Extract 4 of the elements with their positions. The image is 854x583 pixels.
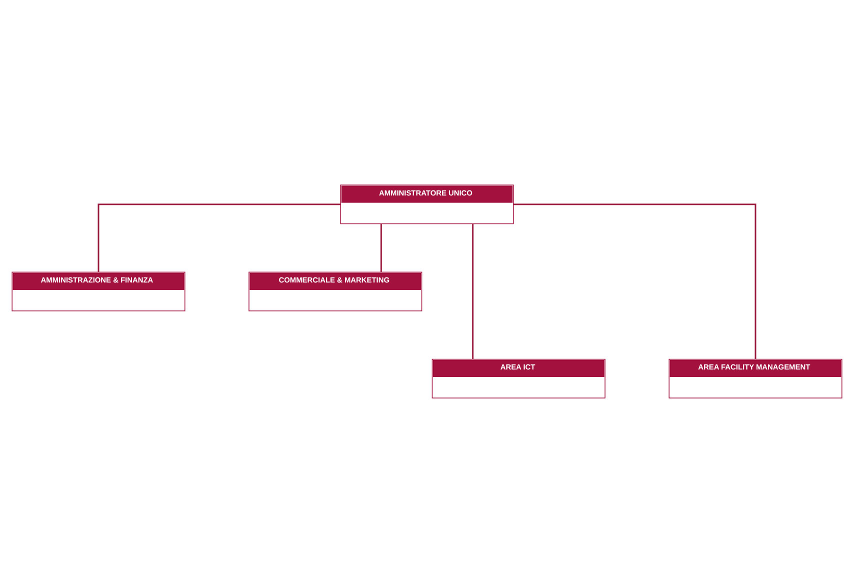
connector [514, 204, 756, 359]
connector [472, 224, 474, 360]
connector [98, 204, 340, 272]
connector [380, 224, 382, 272]
